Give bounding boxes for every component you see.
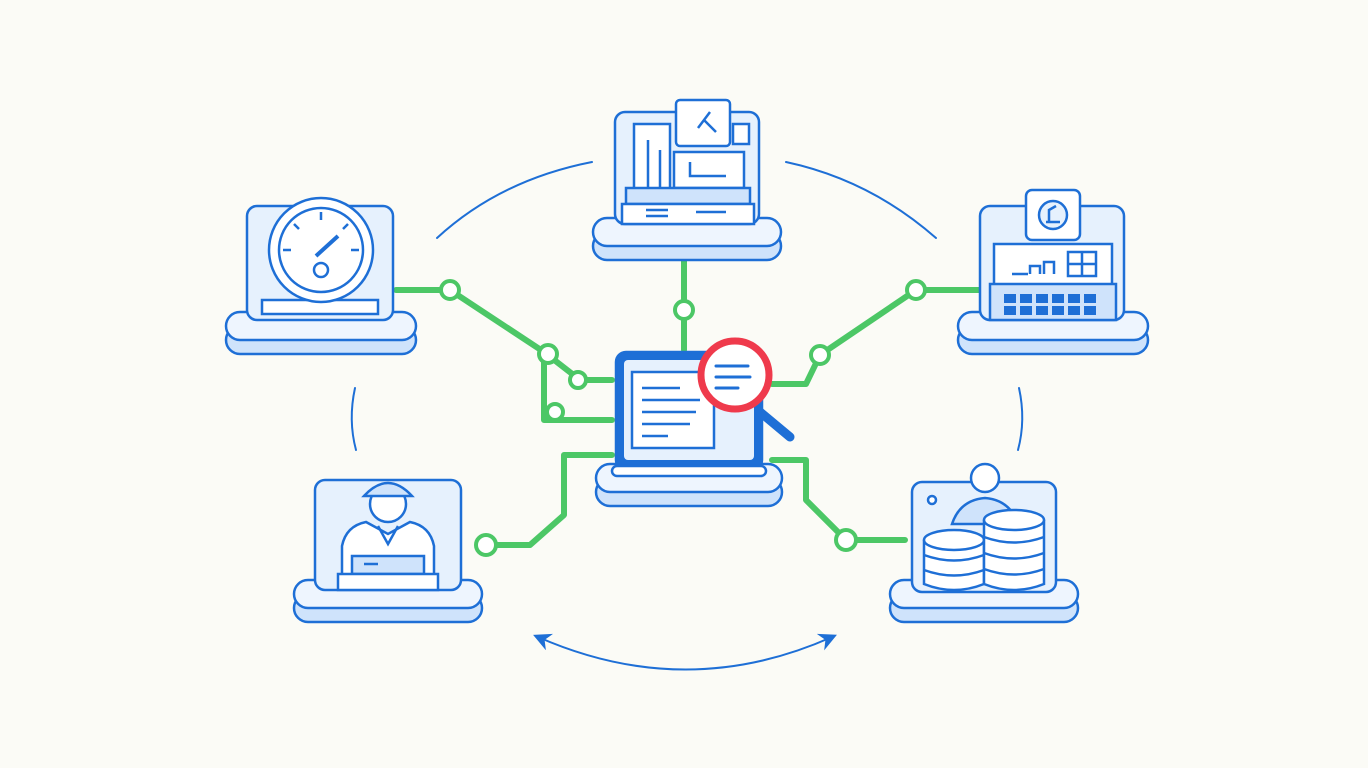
joint-left-4 (545, 402, 565, 422)
orbit-arc-top-right (785, 161, 937, 239)
cycle-arrow (533, 633, 837, 671)
orbit-arc-top-left (436, 161, 593, 239)
gauge-dashboard-icon (245, 196, 395, 322)
worker-person-icon (313, 478, 463, 592)
magnifier-search-icon (697, 337, 795, 442)
connector-joints (439, 279, 927, 557)
connector-left (393, 287, 615, 383)
joint-bottom-left (474, 533, 498, 557)
joint-bottom-right (834, 528, 858, 552)
joint-left-2 (537, 343, 559, 365)
joint-right-1 (905, 279, 927, 301)
platforms (224, 216, 1150, 624)
joint-left-3 (568, 370, 588, 390)
database-stack-left (922, 528, 986, 592)
connector-bottom-left (481, 452, 615, 548)
connector-left-branch (541, 349, 615, 423)
joint-top (673, 299, 695, 321)
documents-books-icon (613, 98, 761, 226)
database-stack-right (982, 508, 1046, 592)
database-person-icon (910, 462, 1058, 594)
building-bank-icon (978, 188, 1126, 322)
building-windows (1004, 294, 1096, 315)
joint-right-2 (809, 344, 831, 366)
connector-right (769, 287, 983, 387)
connector-bottom-right (769, 457, 908, 543)
orbit-arc-left (350, 387, 357, 451)
orbit-arcs (350, 161, 1024, 671)
orbit-arc-right (1017, 387, 1024, 451)
joint-left-1 (439, 279, 461, 301)
